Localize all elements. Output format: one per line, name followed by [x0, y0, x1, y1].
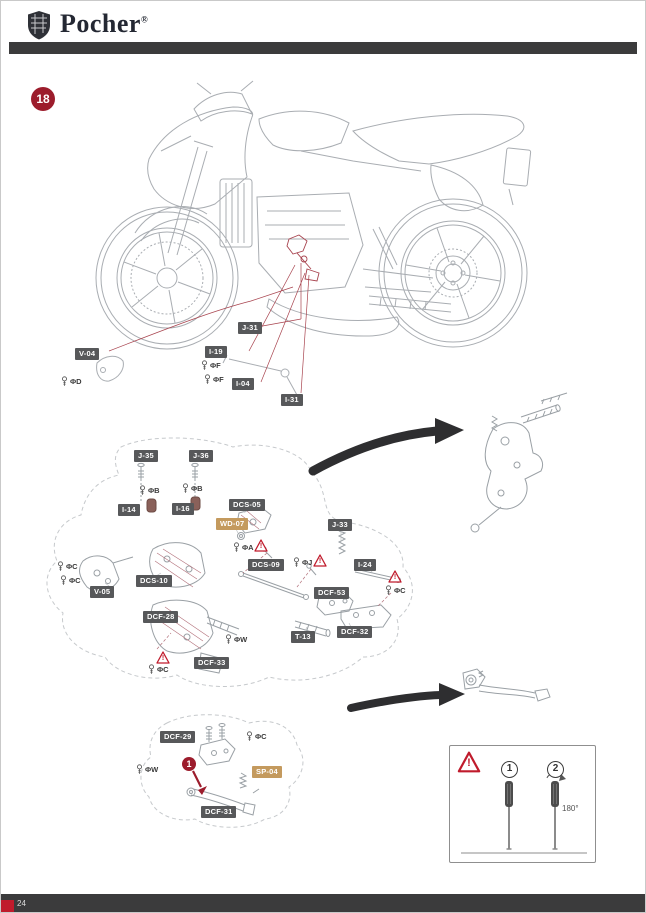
step-one-arrow-icon — [192, 770, 207, 795]
screw-label: ΦF — [213, 375, 224, 384]
screw-icon — [140, 485, 145, 495]
brand-text: Pocher — [60, 9, 141, 38]
screw-icon — [247, 731, 252, 741]
part-label: DCS-10 — [136, 575, 172, 587]
header-divider-bar — [9, 42, 637, 54]
screw-label: ΦC — [255, 732, 267, 741]
flow-arrow-icon — [308, 418, 465, 712]
brand-name: Pocher® — [60, 10, 148, 37]
part-label: T-13 — [291, 631, 315, 643]
screw-callout: ΦW — [136, 764, 158, 775]
screw-label: ΦD — [70, 377, 82, 386]
screw-callout: ΦA — [233, 542, 254, 553]
screw-callout: ΦC — [385, 585, 406, 596]
screw-icon — [202, 360, 207, 370]
screw-label: ΦC — [157, 665, 169, 674]
screw-callout: ΦD — [61, 376, 82, 387]
footer-red-square — [1, 900, 14, 912]
warning-triangle-icon: ! — [156, 651, 170, 664]
part-label: I-19 — [205, 346, 227, 358]
screw-callout: ΦC — [246, 731, 267, 742]
screw-callout: ΦW — [225, 634, 247, 645]
screw-callout: ΦB — [139, 485, 160, 496]
screw-label: ΦC — [69, 576, 81, 585]
part-label: WD-07 — [216, 518, 249, 530]
part-label: DCF-31 — [201, 806, 237, 818]
registered-mark: ® — [140, 14, 149, 25]
screw-label: ΦC — [66, 562, 78, 571]
screw-callout: ΦF — [204, 374, 224, 385]
warning-triangle-icon: ! — [388, 570, 402, 583]
part-label: J-33 — [328, 519, 352, 531]
screw-icon — [137, 764, 142, 774]
screw-label: ΦF — [210, 361, 221, 370]
assembled-rearset-drawing — [470, 392, 568, 533]
screw-label: ΦJ — [302, 558, 313, 567]
part-label: DCF-28 — [143, 611, 179, 623]
part-label: SP-04 — [252, 766, 282, 778]
step-one-marker: 1 — [182, 757, 196, 771]
page-number: 24 — [17, 899, 26, 908]
screw-callout: ΦF — [201, 360, 221, 371]
part-label: DCF-53 — [314, 587, 350, 599]
part-label: J-31 — [238, 322, 262, 334]
part-label: DCS-09 — [248, 559, 284, 571]
assembled-stand-drawing — [462, 668, 551, 702]
screw-label: ΦA — [242, 543, 254, 552]
screw-label: ΦW — [145, 765, 159, 774]
screw-callout: ΦC — [60, 575, 81, 586]
tool-step-one: 1 — [501, 761, 518, 778]
part-label: V-05 — [90, 586, 115, 598]
pocher-crest-icon — [28, 11, 50, 40]
screw-icon — [234, 542, 239, 552]
part-label: I-31 — [281, 394, 303, 406]
screw-icon — [58, 561, 63, 571]
part-label: J-35 — [134, 450, 158, 462]
warning-triangle-icon: ! — [254, 539, 268, 552]
part-label: I-16 — [172, 503, 194, 515]
screw-icon — [149, 664, 154, 674]
screw-icon — [386, 585, 391, 595]
part-label: V-04 — [75, 348, 100, 360]
warning-triangle-icon: ! — [313, 554, 327, 567]
part-label: I-24 — [354, 559, 376, 571]
screw-label: ΦB — [191, 484, 203, 493]
screw-callout: ΦB — [182, 483, 203, 494]
part-label: DCF-29 — [160, 731, 196, 743]
screw-callout: ΦC — [148, 664, 169, 675]
screw-label: ΦC — [394, 586, 406, 595]
part-label: I-04 — [232, 378, 254, 390]
tool-step-two: 2 — [547, 761, 564, 778]
rotation-angle-label: 180° — [562, 804, 579, 813]
motorcycle-drawing — [95, 80, 532, 396]
screw-icon — [294, 557, 299, 567]
part-label: DCF-33 — [194, 657, 230, 669]
warning-triangle-icon: ! — [457, 751, 481, 773]
screw-label: ΦB — [148, 486, 160, 495]
part-label: DCS-05 — [229, 499, 265, 511]
step-number-badge: 18 — [31, 87, 55, 111]
screw-icon — [205, 374, 210, 384]
footer-bar — [1, 894, 645, 912]
screw-icon — [62, 376, 67, 386]
screw-icon — [226, 634, 231, 644]
brand-logo: Pocher® — [27, 10, 148, 40]
screw-icon — [61, 575, 66, 585]
part-label: J-36 — [189, 450, 213, 462]
part-label: I-14 — [118, 504, 140, 516]
part-label: DCF-32 — [337, 626, 373, 638]
screw-callout: ΦJ — [293, 557, 312, 568]
screw-icon — [183, 483, 188, 493]
screw-callout: ΦC — [57, 561, 78, 572]
screw-label: ΦW — [234, 635, 248, 644]
